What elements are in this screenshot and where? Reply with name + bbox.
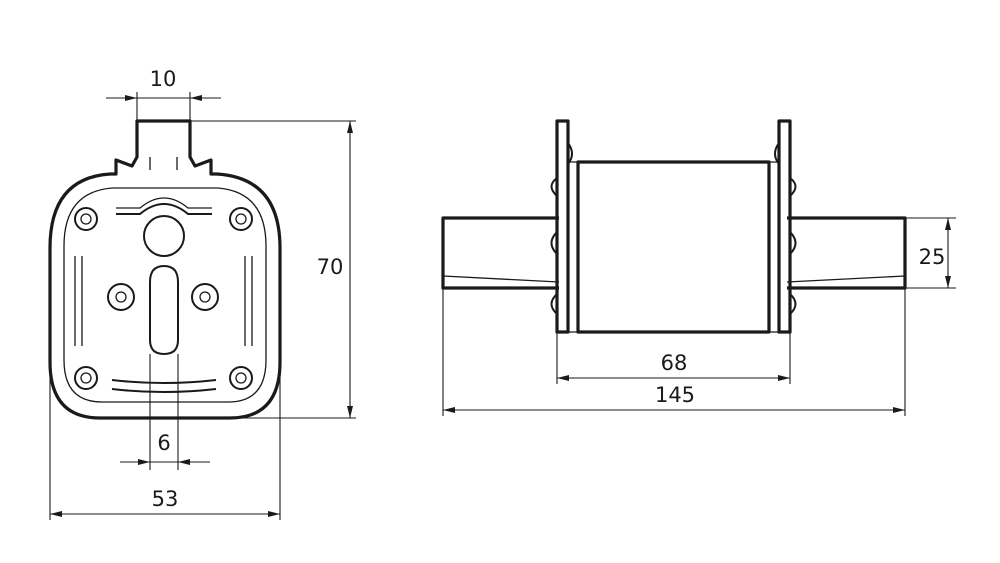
- dimension-blade-height: 25: [919, 218, 951, 288]
- central-slot: [149, 264, 179, 356]
- top-groove: [116, 203, 212, 215]
- right-blade-edge: [786, 275, 906, 283]
- left-blade: [441, 216, 559, 290]
- dimension-blade-width: 10: [106, 67, 221, 101]
- ceramic-body: [576, 160, 771, 334]
- front-extension-lines: [49, 92, 356, 520]
- front-inner-outline: [63, 187, 267, 403]
- dimension-label-blade-height: 25: [919, 245, 946, 269]
- left-end-plate: [555, 119, 570, 334]
- rivet-bottom-right: [229, 366, 253, 390]
- right-groove: [244, 256, 253, 346]
- dimension-total-width: 53: [50, 487, 280, 517]
- bottom-groove: [111, 379, 217, 393]
- dimension-total-height: 70: [317, 121, 353, 418]
- rivet-bottom-left: [74, 366, 98, 390]
- front-body-outline: [48, 119, 282, 420]
- dimension-label-total-width: 53: [152, 487, 179, 511]
- dimension-slot-width: 6: [120, 431, 210, 465]
- front-view: 10 70 6 53: [48, 67, 356, 520]
- left-plate-bumps: [550, 142, 573, 315]
- rivet-middle-right: [191, 283, 219, 311]
- indicator-hole: [143, 215, 185, 257]
- rivet-top-right: [229, 207, 253, 231]
- left-groove: [74, 256, 83, 346]
- right-blade: [787, 216, 907, 290]
- right-plate-bumps: [774, 142, 797, 315]
- left-blade-edge: [442, 275, 560, 283]
- dimension-body-length: 68: [557, 351, 790, 381]
- rivet-top-left: [74, 207, 98, 231]
- side-view: 25 68 145: [441, 119, 956, 416]
- dimension-label-body-length: 68: [661, 351, 688, 375]
- side-extension-lines: [442, 217, 956, 416]
- right-end-plate: [777, 119, 792, 334]
- top-groove-inner: [116, 197, 212, 209]
- tab-slot-notch: [149, 157, 178, 170]
- dimension-label-total-height: 70: [317, 255, 344, 279]
- dimension-label-slot-width: 6: [157, 431, 170, 455]
- dimension-label-blade-width: 10: [150, 67, 177, 91]
- dimension-label-total-length: 145: [655, 383, 695, 407]
- dimension-total-length: 145: [443, 383, 905, 413]
- rivet-middle-left: [107, 283, 135, 311]
